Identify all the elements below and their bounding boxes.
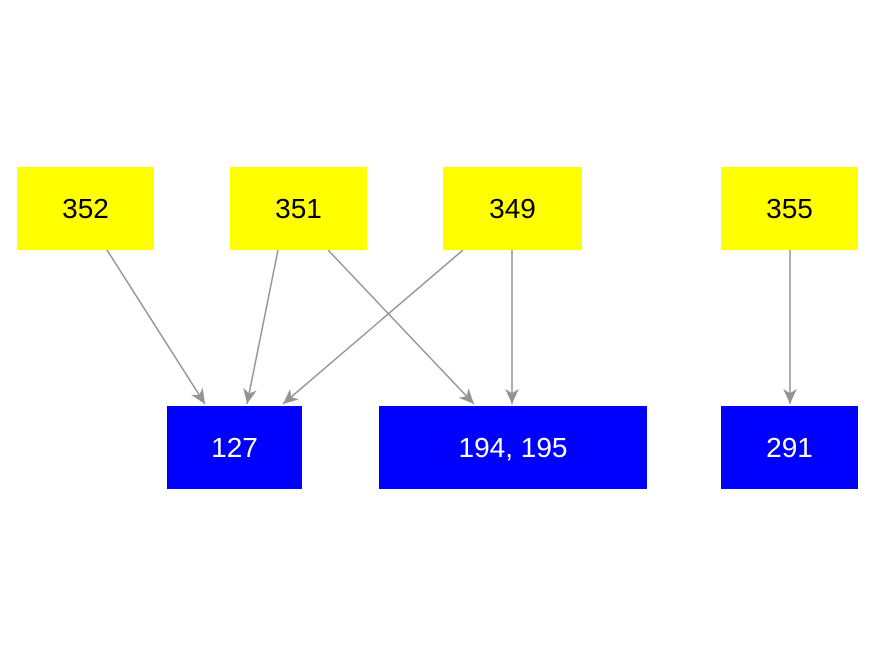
edge-352-to-127 xyxy=(106,249,206,405)
edge-349-to-127 xyxy=(282,249,464,405)
node-291-label: 291 xyxy=(766,431,813,463)
node-355-label: 355 xyxy=(766,192,813,224)
edge-351-to-127 xyxy=(243,249,279,405)
node-127-label: 127 xyxy=(211,431,258,463)
node-355: 355 xyxy=(721,167,858,250)
node-351: 351 xyxy=(230,167,367,250)
node-352: 352 xyxy=(17,167,154,250)
node-349: 349 xyxy=(443,167,582,250)
node-127: 127 xyxy=(167,406,302,489)
node-351-label: 351 xyxy=(275,192,322,224)
node-194-195-label: 194, 195 xyxy=(458,431,568,463)
node-291: 291 xyxy=(721,406,858,489)
edge-351-to-194-195 xyxy=(327,249,475,405)
node-349-label: 349 xyxy=(489,192,536,224)
node-352-label: 352 xyxy=(62,192,109,224)
node-194-195: 194, 195 xyxy=(379,406,647,489)
